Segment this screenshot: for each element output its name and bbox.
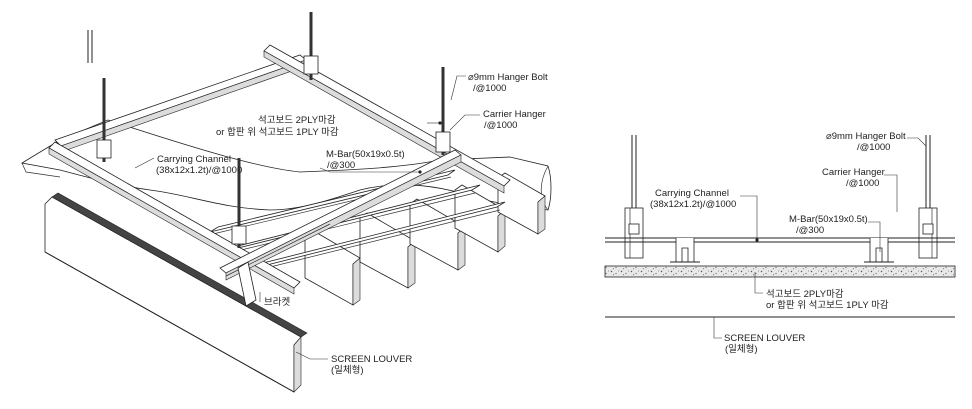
iso-carrying-channel-label: Carrying Channel — [157, 154, 231, 165]
section-carrier-hangers — [624, 207, 938, 259]
screen-louvers — [44, 172, 546, 393]
carrying-channels — [48, 44, 511, 295]
iso-carrying-channel-spec: (38x12x1.2t)/@1000 — [156, 165, 242, 176]
section-carrying-channel-label: Carrying Channel — [655, 188, 729, 199]
section-screen-louver-type: (일체형) — [725, 344, 758, 355]
hanger-rods — [96, 12, 451, 248]
iso-gypsum-label-1: 석고보드 2PLY마감 — [258, 114, 336, 126]
iso-carrier-hanger-label: Carrier Hanger — [483, 109, 546, 120]
iso-mbar-spacing: /@300 — [327, 160, 355, 171]
iso-carrier-hanger-spacing: /@1000 — [484, 120, 517, 131]
iso-mbar-label: M-Bar(50x19x0.5t) — [326, 149, 405, 160]
section-mbar-label: M-Bar(50x19x0.5t) — [789, 214, 868, 225]
section-carrier-hanger-spacing: /@1000 — [846, 178, 879, 189]
section-gypsum-board — [604, 265, 956, 278]
iso-screen-louver-type: (일체형) — [331, 365, 364, 376]
section-mbar-spacing: /@300 — [796, 225, 824, 236]
section-leaders — [713, 137, 927, 339]
section-hanger-bolt-spacing: /@1000 — [857, 142, 890, 153]
section-view — [604, 135, 956, 339]
screen-louver-front — [44, 196, 302, 393]
iso-screen-louver-label: SCREEN LOUVER — [331, 354, 412, 365]
section-carrying-channel-spec: (38x12x1.2t)/@1000 — [650, 199, 736, 210]
iso-hanger-bolt-label: ⌀9mm Hanger Bolt — [468, 72, 548, 83]
isometric-view — [20, 12, 552, 393]
bracket — [237, 261, 257, 307]
iso-hanger-bolt-spacing: /@1000 — [473, 83, 506, 94]
section-hanger-bolt-label: ⌀9mm Hanger Bolt — [826, 131, 906, 142]
section-gypsum-label-2: or 합판 위 석고보드 1PLY 마감 — [766, 299, 889, 311]
iso-leaders — [134, 75, 480, 360]
section-screen-louver-label: SCREEN LOUVER — [724, 333, 805, 344]
section-mbar-clips — [670, 238, 894, 263]
section-gypsum-label-1: 석고보드 2PLY마감 — [766, 288, 844, 300]
iso-gypsum-label-2: or 합판 위 석고보드 1PLY 마감 — [216, 126, 339, 138]
iso-bracket-label: 브라켓 — [264, 297, 290, 308]
section-carrier-hanger-label: Carrier Hanger — [822, 167, 885, 178]
